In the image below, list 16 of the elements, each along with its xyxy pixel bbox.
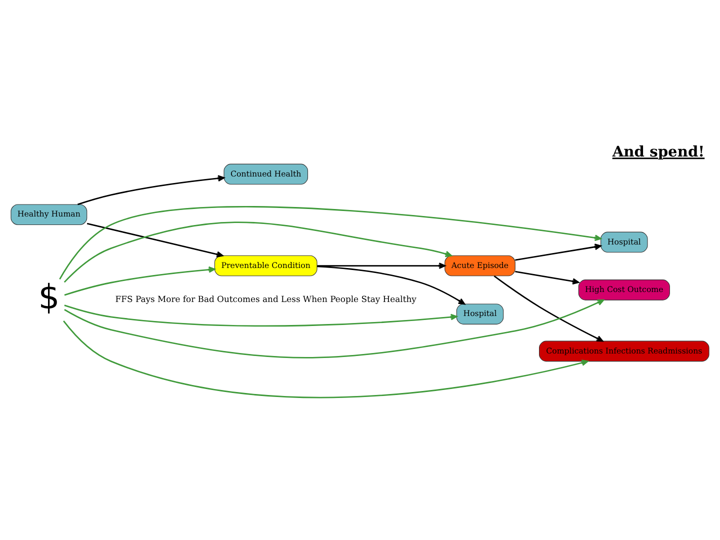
label: FFS Pays More for Bad Outcomes and Less When People Stay Healthy (115, 294, 416, 304)
node-text: $ (38, 276, 60, 316)
arrow (77, 174, 225, 205)
arrow (86, 222, 224, 258)
arrow (64, 298, 604, 358)
diagram-title: And spend! (612, 143, 705, 160)
arrow (317, 262, 446, 268)
arrow (64, 266, 216, 296)
arrow (63, 320, 588, 398)
arrow (64, 221, 452, 282)
arrow (515, 243, 602, 260)
arrow (59, 206, 602, 280)
arrow (494, 274, 604, 342)
arrow (515, 270, 580, 284)
arrow (64, 304, 458, 326)
arrow (317, 265, 466, 304)
